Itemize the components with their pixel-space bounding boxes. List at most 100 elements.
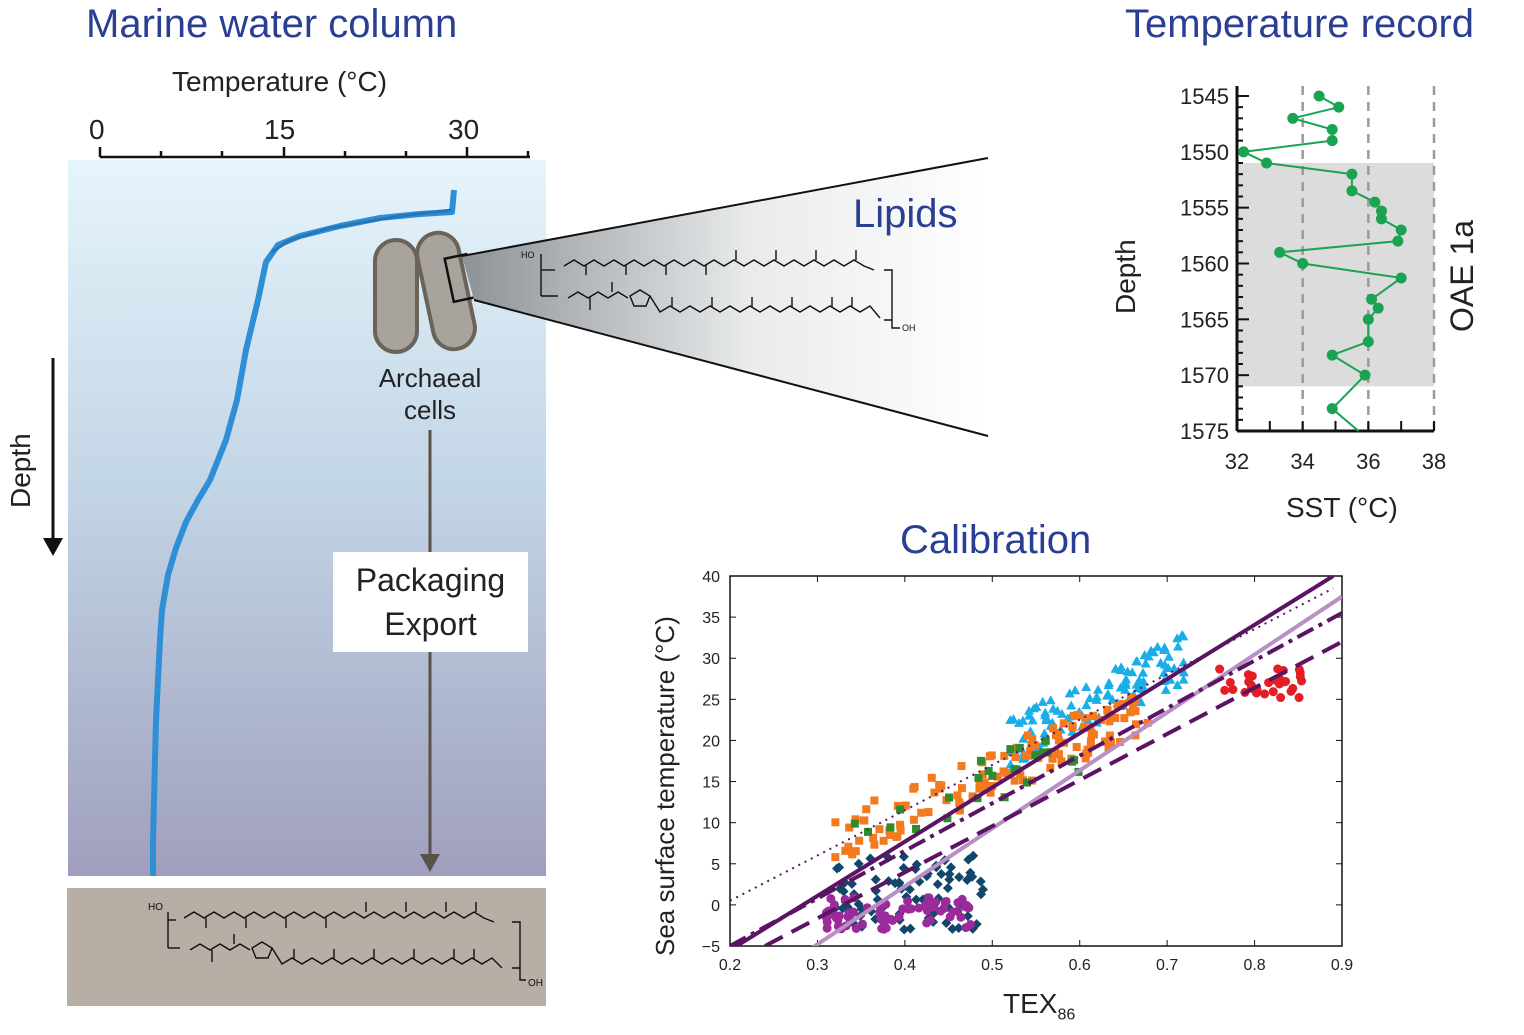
calib-point-square [1072, 743, 1081, 752]
calib-point-triangle [1177, 630, 1188, 640]
calib-point-triangle [1137, 679, 1148, 689]
calib-point-circle [1244, 677, 1254, 687]
calib-ylabel: Sea surface temperature (°C) [650, 616, 680, 956]
profile-shade [271, 208, 453, 254]
calib-point-square [1143, 718, 1152, 727]
calib-point-diamond [968, 850, 979, 861]
calib-point-triangle [1057, 708, 1068, 718]
zoom-line-bottom [473, 299, 989, 437]
record-point [1326, 349, 1338, 361]
record-point [1287, 112, 1299, 124]
calib-point-square [1104, 743, 1113, 752]
calib-point-triangle [1172, 680, 1183, 690]
calib-point-triangle [1008, 713, 1019, 723]
calib-point-triangle [1037, 696, 1048, 706]
record-point [1333, 101, 1345, 113]
calib-point-circle [953, 898, 963, 908]
lipid-oh-label: OH [902, 323, 916, 333]
calib-xtick-label: 0.8 [1243, 957, 1265, 974]
water-column-xlabel: Temperature (°C) [172, 66, 388, 97]
calib-point-square [892, 832, 901, 841]
calib-point-square [1059, 719, 1068, 728]
calib-point-triangle [1024, 705, 1035, 715]
calib-point-square [869, 833, 878, 842]
calib-point-square [924, 808, 933, 817]
calib-point-diamond [899, 924, 910, 935]
calib-xlabel-sub: 86 [1057, 1006, 1076, 1024]
calib-point-diamond [911, 894, 922, 905]
calib-xtick-label: 0.6 [1069, 957, 1091, 974]
calib-point-triangle [1070, 685, 1081, 695]
calib-point-square [953, 791, 962, 800]
calib-point-square [1022, 751, 1031, 760]
calib-point-triangle [1132, 656, 1143, 666]
calib-point-diamond [846, 878, 857, 889]
calib-point-diamond [942, 883, 953, 894]
calib-point-triangle [1103, 677, 1114, 687]
calib-point-triangle [1173, 641, 1184, 651]
record-point [1372, 302, 1384, 314]
calib-point-triangle [1178, 667, 1189, 677]
calib-point-triangle [1039, 728, 1050, 738]
calib-point-square [1015, 744, 1024, 753]
calib-point-diamond [905, 923, 916, 934]
calib-point-circle [945, 912, 955, 922]
calib-point-circle [1288, 683, 1298, 693]
calib-point-square [870, 796, 879, 805]
calib-point-diamond [962, 911, 973, 922]
calib-point-square [1022, 778, 1031, 787]
calib-point-triangle [1139, 650, 1150, 660]
calib-point-square [1105, 717, 1114, 726]
calib-point-circle [888, 915, 898, 925]
calib-point-triangle [1091, 694, 1102, 704]
calib-frame [729, 575, 1343, 947]
calib-point-square [974, 773, 983, 782]
calib-point-diamond [832, 863, 843, 874]
calib-point-square [864, 827, 873, 836]
calib-point-triangle [1136, 697, 1147, 707]
calib-point-diamond [967, 871, 978, 882]
archaeal-cells-text: Archaeal cells [378, 363, 482, 425]
lipid-molecule-sediment [167, 902, 526, 981]
calib-point-circle [962, 900, 972, 910]
calib-point-triangle [1145, 645, 1156, 655]
calib-point-diamond [936, 869, 947, 880]
calib-point-square [927, 773, 936, 782]
calib-point-triangle [1163, 651, 1174, 661]
calib-point-triangle [1110, 663, 1121, 673]
calib-point-circle [1297, 676, 1307, 686]
zoom-cone [462, 158, 988, 436]
record-xtick-label: 38 [1422, 449, 1446, 474]
calib-point-square [976, 756, 985, 765]
calib-point-square [917, 808, 926, 817]
calib-point-square [1103, 705, 1112, 714]
calib-xtick-label: 0.9 [1331, 957, 1353, 974]
calib-point-circle [903, 904, 913, 914]
calib-point-circle [1215, 664, 1225, 674]
calib-point-triangle [1169, 663, 1180, 673]
export-label: Export [384, 606, 477, 642]
calib-line-solid-light [811, 594, 1342, 946]
calib-point-circle [857, 919, 867, 929]
calib-point-square [886, 830, 895, 839]
calib-point-square [850, 819, 859, 828]
calib-point-square [1006, 745, 1015, 754]
record-ytick-label: 1545 [1180, 84, 1229, 109]
calib-point-triangle [1018, 733, 1029, 743]
calib-point-square [1023, 731, 1032, 740]
calib-point-square [841, 846, 850, 855]
calib-point-square [993, 772, 1002, 781]
calib-point-circle [921, 900, 931, 910]
calib-point-square [875, 825, 884, 834]
sediment-ho-label: HO [148, 902, 163, 913]
record-point [1326, 403, 1338, 415]
record-xtick-label: 34 [1290, 449, 1314, 474]
calib-ytick-label: 25 [702, 692, 720, 709]
calib-point-square [935, 784, 944, 793]
calib-point-square [870, 840, 879, 849]
calib-point-square [1052, 729, 1061, 738]
calib-point-triangle [1045, 695, 1056, 705]
calib-point-square [1105, 731, 1114, 740]
